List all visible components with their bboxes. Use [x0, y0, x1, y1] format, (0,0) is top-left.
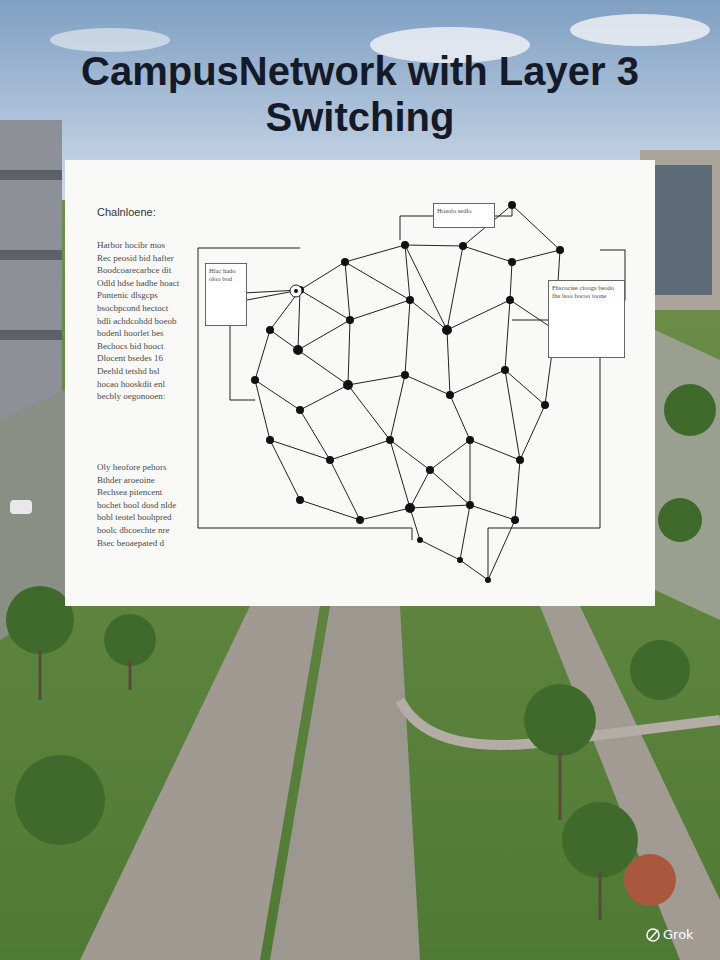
- watermark-icon: [647, 929, 659, 941]
- panel-note: Rec peosid bid hafter: [97, 253, 174, 264]
- text-box: Hoaolo sedlo: [433, 203, 495, 228]
- panel-note: Bthder aroeoine: [97, 475, 155, 486]
- panel-note: hocao hooskdit enl: [97, 379, 165, 390]
- panel-note: Bsec beoaepated d: [97, 538, 164, 549]
- text-box: Fhscoctee cioogs beodo fhe lsoo bocoo to…: [548, 280, 625, 358]
- panel-note: Oly heofore pehors: [97, 462, 166, 473]
- panel-note: becbly oegonooen:: [97, 391, 165, 402]
- network-graph: [198, 201, 625, 583]
- panel-note: Pontenic dlsgcps: [97, 290, 158, 301]
- box-text: Hoaolo sedlo: [437, 207, 491, 215]
- panel-note: Dlocent bsedes 16: [97, 353, 163, 364]
- panel-note: Odld hdse hadhe hoact: [97, 278, 179, 289]
- panel-note: boolc dbcoechte nre: [97, 525, 169, 536]
- panel-heading: Chalnloene:: [97, 206, 156, 218]
- box-text: Hlac hado oloo bod: [209, 267, 243, 283]
- title-text: CampusNetwork with Layer 3 Switching: [80, 48, 640, 140]
- panel-note: bobl teotel boohpred: [97, 512, 171, 523]
- text-box: Hlac hado oloo bod: [205, 263, 247, 326]
- watermark: Grok: [663, 927, 694, 942]
- panel-note: Boodcoarecarbce dit: [97, 265, 171, 276]
- panel-note: Bechocs bid hooct: [97, 341, 164, 352]
- box-text: Fhscoctee cioogs beodo fhe lsoo bocoo to…: [552, 284, 621, 300]
- panel-note: bochet bool dosd nlde: [97, 500, 176, 511]
- panel-note: Bechsea pitencent: [97, 487, 162, 498]
- panel-note: Harbor hocibr mos: [97, 240, 165, 251]
- panel-note: bdli achdcohdd boeob: [97, 316, 176, 327]
- panel-note: Deehld tetshd bsl: [97, 366, 160, 377]
- panel-note: bodenl hoorlet bes: [97, 328, 164, 339]
- panel-note: bsocbpcond hectoct: [97, 303, 168, 314]
